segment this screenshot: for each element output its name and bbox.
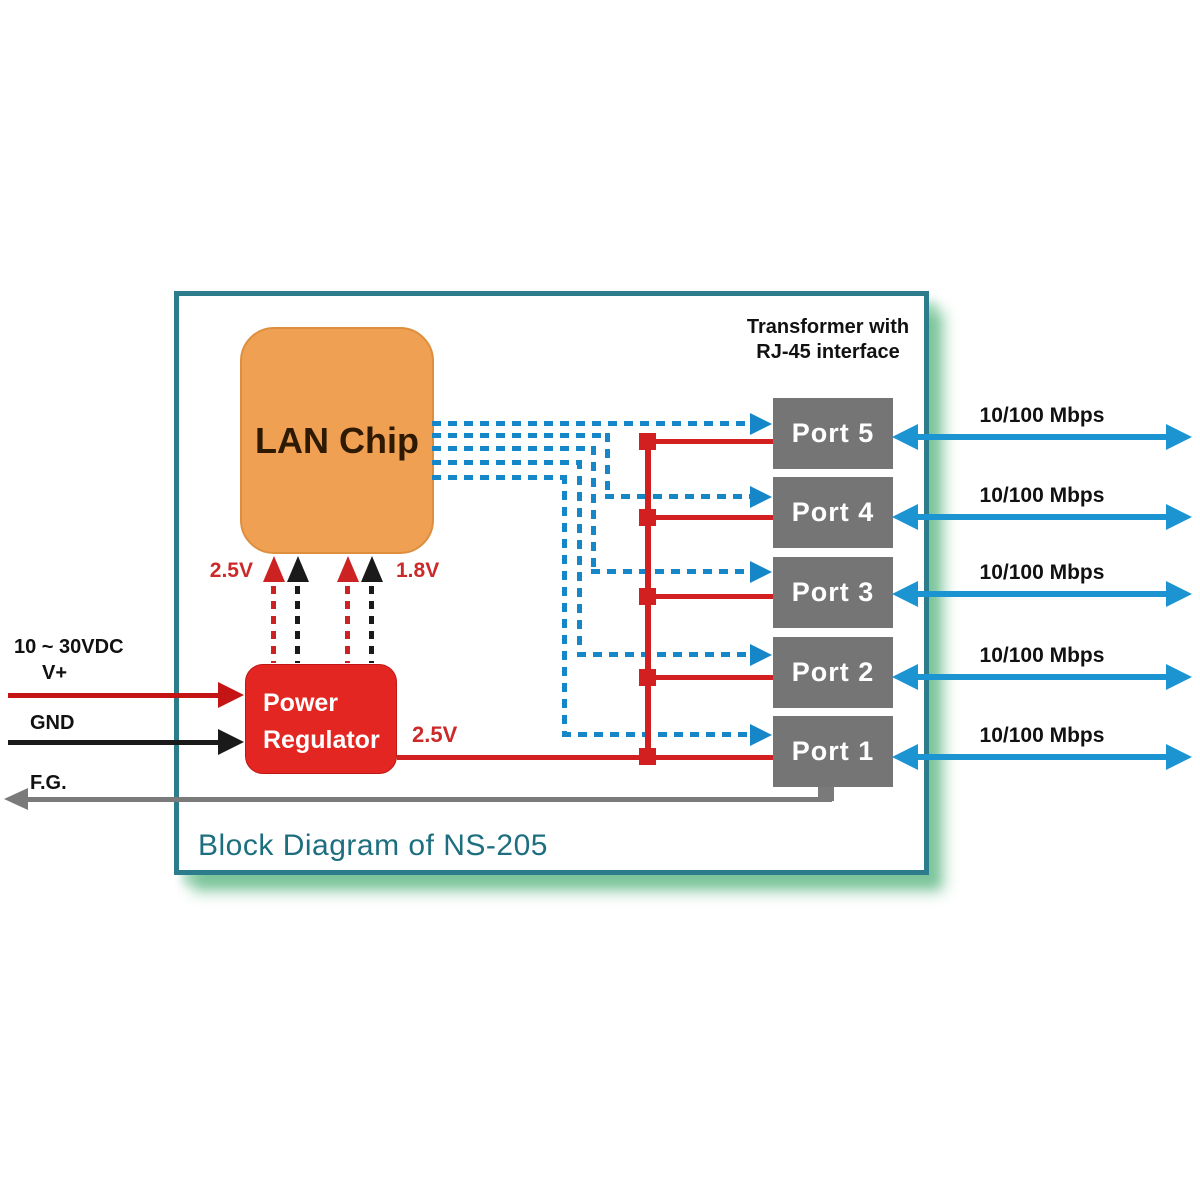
port5-ext-line xyxy=(916,434,1168,440)
port5-label: Port 5 xyxy=(791,418,875,448)
wire-lan-port1-v xyxy=(562,475,567,735)
rail-a-black-dash xyxy=(295,586,300,663)
power-output-2v5-line xyxy=(397,755,773,760)
gnd-wire xyxy=(8,740,220,745)
port4-speed-label: 10/100 Mbps xyxy=(979,484,1105,507)
rail-b-black-arrow-icon xyxy=(361,556,383,582)
wire-lan-port3-h2 xyxy=(591,569,750,574)
rail-1v8-label: 1.8V xyxy=(396,559,440,582)
port4-ext-right-arrow-icon xyxy=(1166,504,1192,530)
wire-lan-port4-h1 xyxy=(432,433,610,438)
wire-lan-port1-h2 xyxy=(562,732,750,737)
wire-lan-port5 xyxy=(432,421,750,426)
transformer-note-line1: Transformer with xyxy=(746,316,910,338)
bus-node-port1 xyxy=(639,748,656,765)
port1-ext-left-arrow-icon xyxy=(892,744,918,770)
port2-ext-line xyxy=(916,674,1168,680)
lan-chip-block: LAN Chip xyxy=(240,327,434,554)
bus-node-port5 xyxy=(639,433,656,450)
port3-speed-label: 10/100 Mbps xyxy=(979,561,1105,584)
port1-ext-right-arrow-icon xyxy=(1166,744,1192,770)
fg-port-tab xyxy=(818,787,834,801)
input-vplus-label: V+ xyxy=(42,662,68,684)
port2-speed-label: 10/100 Mbps xyxy=(979,644,1105,667)
gnd-arrow-icon xyxy=(218,729,244,755)
port5-ext-right-arrow-icon xyxy=(1166,424,1192,450)
wire-lan-port3-v xyxy=(591,446,596,572)
port3-ext-line xyxy=(916,591,1168,597)
port5-speed-label: 10/100 Mbps xyxy=(979,404,1105,427)
wire-lan-port2-h1 xyxy=(432,460,580,465)
port4-box: Port 4 xyxy=(773,477,893,548)
power-stub-port2 xyxy=(648,675,773,680)
wire-lan-port2-h2 xyxy=(577,652,750,657)
port1-box: Port 1 xyxy=(773,716,893,787)
wire-lan-port4-h2 xyxy=(605,494,750,499)
wire-lan-port2-arrow-icon xyxy=(750,644,772,666)
port5-box: Port 5 xyxy=(773,398,893,469)
input-range-label: 10 ~ 30VDC xyxy=(14,636,124,658)
power-regulator-block: Power Regulator xyxy=(245,664,397,774)
input-fg-label: F.G. xyxy=(30,772,67,794)
port1-label: Port 1 xyxy=(791,736,875,766)
port4-label: Port 4 xyxy=(791,497,875,527)
fg-wire xyxy=(26,797,832,802)
fg-arrow-icon xyxy=(4,788,28,810)
wire-lan-port1-arrow-icon xyxy=(750,724,772,746)
rail-a-red-arrow-icon xyxy=(263,556,285,582)
port3-label: Port 3 xyxy=(791,577,875,607)
port4-ext-left-arrow-icon xyxy=(892,504,918,530)
wire-lan-port4-v xyxy=(605,433,610,496)
port2-ext-left-arrow-icon xyxy=(892,664,918,690)
diagram-title: Block Diagram of NS-205 xyxy=(198,829,548,862)
input-gnd-label: GND xyxy=(30,712,75,734)
rail-b-black-dash xyxy=(369,586,374,663)
transformer-note-line2: RJ-45 interface xyxy=(756,341,900,363)
transformer-note: Transformer with RJ-45 interface xyxy=(728,315,928,365)
bus-node-port2 xyxy=(639,669,656,686)
wire-lan-port1-h1 xyxy=(432,475,565,480)
power-stub-port3 xyxy=(648,594,773,599)
power-stub-port4 xyxy=(648,515,773,520)
wire-lan-port5-arrow-icon xyxy=(750,413,772,435)
port2-label: Port 2 xyxy=(791,657,875,687)
vplus-arrow-icon xyxy=(218,682,244,708)
wire-lan-port4-arrow-icon xyxy=(750,486,772,508)
rail-2v5-label: 2.5V xyxy=(209,559,253,582)
port3-box: Port 3 xyxy=(773,557,893,628)
rail-b-red-dash xyxy=(345,586,350,663)
output-2v5-label: 2.5V xyxy=(412,722,458,747)
bus-node-port3 xyxy=(639,588,656,605)
port1-speed-label: 10/100 Mbps xyxy=(979,724,1105,747)
wire-lan-port3-arrow-icon xyxy=(750,561,772,583)
rail-a-black-arrow-icon xyxy=(287,556,309,582)
port4-ext-line xyxy=(916,514,1168,520)
power-regulator-label-line1: Power xyxy=(263,689,339,717)
port2-box: Port 2 xyxy=(773,637,893,708)
bus-node-port4 xyxy=(639,509,656,526)
port2-ext-right-arrow-icon xyxy=(1166,664,1192,690)
port5-ext-left-arrow-icon xyxy=(892,424,918,450)
lan-chip-label: LAN Chip xyxy=(255,419,419,461)
power-regulator-label-line2: Regulator xyxy=(263,726,380,754)
rail-a-red-dash xyxy=(271,586,276,663)
wire-lan-port2-v xyxy=(577,460,582,655)
power-stub-port5 xyxy=(648,439,773,444)
port1-ext-line xyxy=(916,754,1168,760)
vplus-wire xyxy=(8,693,220,698)
port3-ext-right-arrow-icon xyxy=(1166,581,1192,607)
port3-ext-left-arrow-icon xyxy=(892,581,918,607)
rail-b-red-arrow-icon xyxy=(337,556,359,582)
wire-lan-port3-h1 xyxy=(432,446,594,451)
